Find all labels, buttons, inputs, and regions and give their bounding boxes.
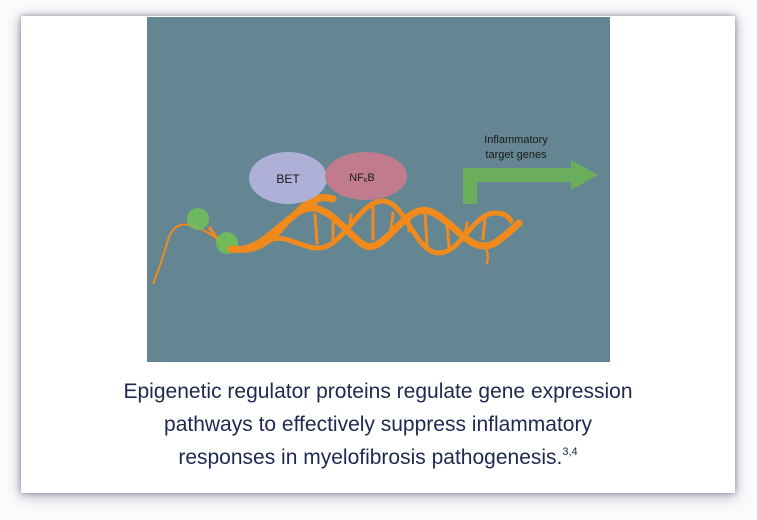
caption-line-3-text: responses in myelofibrosis pathogenesis. <box>178 446 563 469</box>
dna-single-strand-tail <box>152 223 230 285</box>
bet-protein <box>249 152 327 204</box>
mechanism-diagram: BET NFκB Inflammatory target genes <box>147 17 610 362</box>
nfkb-label: NFκB <box>349 172 375 184</box>
target-genes-label-line1: Inflammatory <box>484 134 548 146</box>
caption-line-3: responses in myelofibrosis pathogenesis.… <box>61 441 695 474</box>
nfkb-protein <box>325 152 407 200</box>
dna-double-helix <box>227 194 523 265</box>
bet-label: BET <box>276 172 300 186</box>
caption-line-2: pathways to effectively suppress inflamm… <box>164 413 592 436</box>
content-card: BET NFκB Inflammatory target genes Epige… <box>21 16 735 493</box>
histone-bead-1 <box>187 208 209 230</box>
figure-caption: Epigenetic regulator proteins regulate g… <box>61 375 695 474</box>
caption-references: 3,4 <box>562 446 578 458</box>
target-genes-label-line2: target genes <box>485 149 547 161</box>
transcription-arrow <box>463 160 598 204</box>
caption-line-1: Epigenetic regulator proteins regulate g… <box>123 380 633 403</box>
